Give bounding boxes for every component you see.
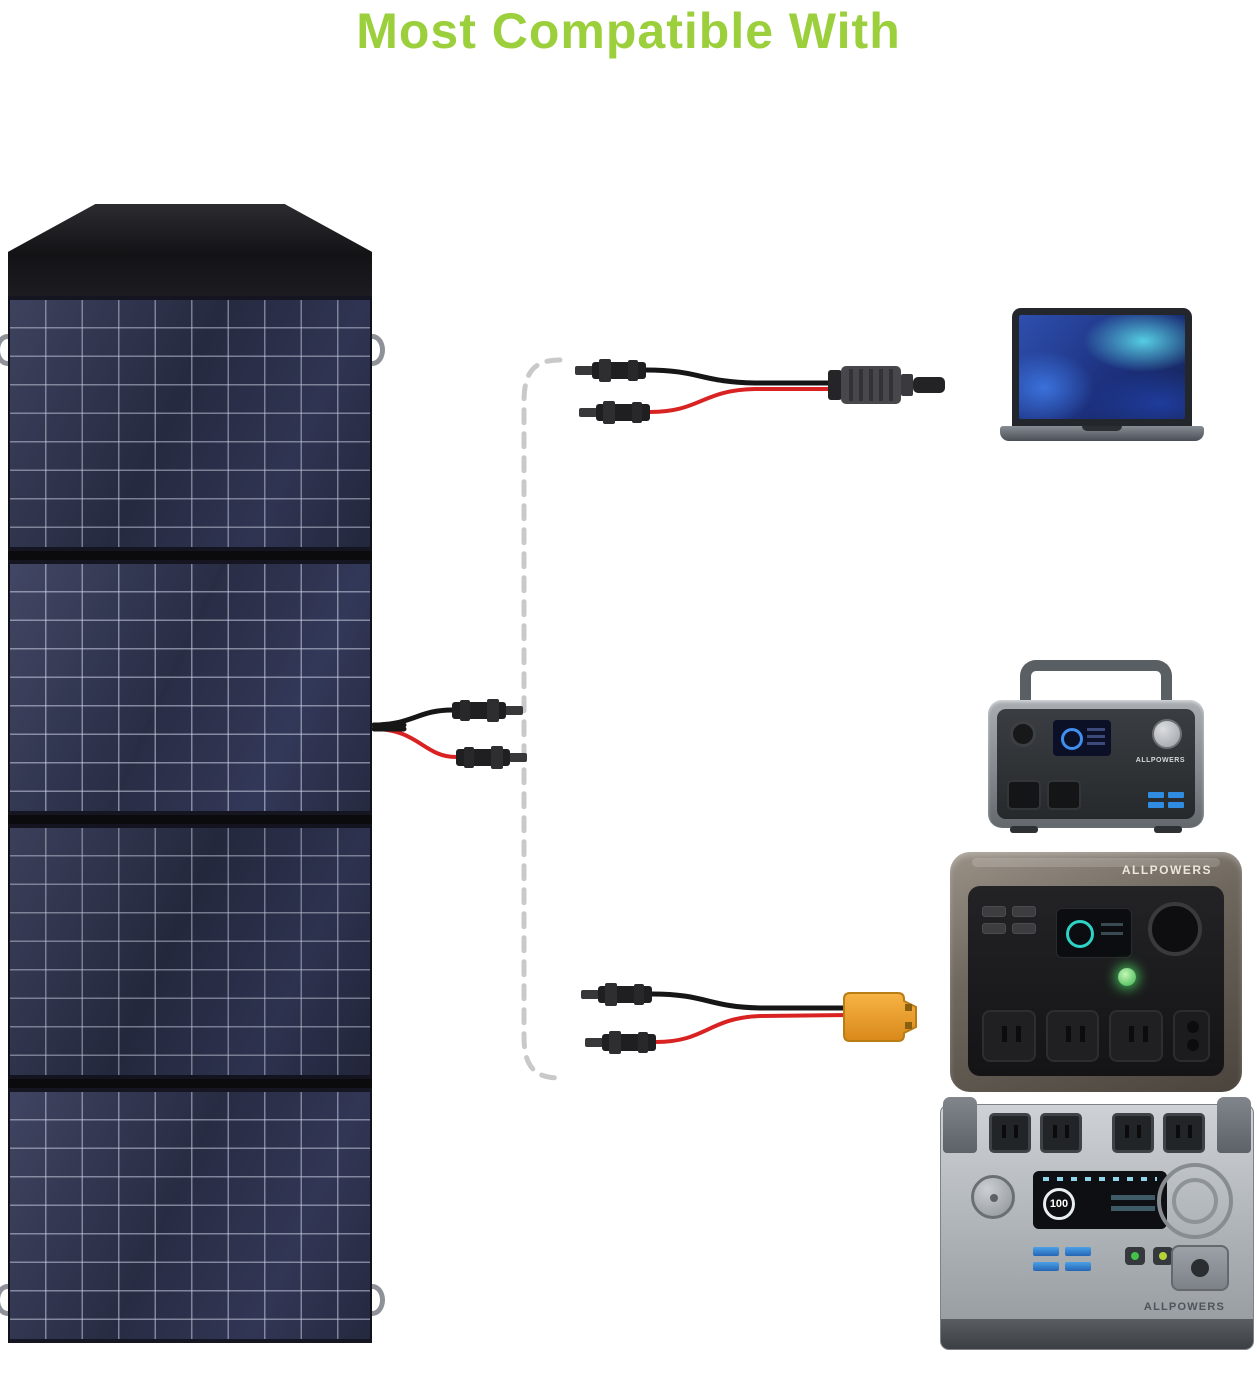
usb-port-icon: [1033, 1247, 1059, 1256]
dc-port-icon: [982, 906, 1006, 917]
panel-top-flap: [8, 204, 372, 296]
ac-outlet-icon: [1047, 780, 1081, 810]
input-port-icon: [1010, 721, 1036, 747]
usb-port-icon: [1065, 1262, 1091, 1271]
laptop-screen: [1012, 308, 1192, 426]
ac-outlet-icon: [1163, 1113, 1205, 1153]
brand-label: ALLPOWERS: [1121, 863, 1212, 877]
charge-input-port-icon: [1148, 902, 1202, 956]
dc-port-group: [982, 906, 1036, 934]
mc4-connector-icon: [575, 359, 646, 382]
status-icon-row: [1043, 1177, 1157, 1181]
display-screen: [1056, 908, 1132, 958]
laptop-keyboard-base: [1000, 426, 1204, 441]
laptop-wallpaper: [1019, 315, 1185, 419]
mc4-connector-icon: [456, 746, 527, 769]
power-button-light: [1118, 968, 1136, 986]
front-panel: ALLPOWERS: [997, 709, 1195, 819]
panel-section: [8, 824, 372, 1079]
power-station-body: ALLPOWERS: [988, 700, 1204, 828]
foot: [1154, 826, 1182, 833]
dc-port-icon: [1012, 906, 1036, 917]
ac-outlet-icon: [1040, 1113, 1082, 1153]
foot: [1010, 826, 1038, 833]
usb-port-icon: [1168, 802, 1184, 808]
usb-port-icon: [1168, 792, 1184, 798]
panel-section: [8, 1088, 372, 1343]
red-wire: [648, 387, 834, 414]
ac-outlet-icon: [1112, 1113, 1154, 1153]
black-wire: [649, 991, 851, 1011]
black-wire: [371, 707, 455, 728]
red-wire: [372, 727, 458, 759]
base: [941, 1319, 1253, 1349]
panel-section: [8, 296, 372, 551]
usb-port-group: [1148, 792, 1184, 808]
panel-section: [8, 560, 372, 815]
ac-outlet-icon: [1045, 1010, 1100, 1062]
panel-fold-joint: [8, 1079, 372, 1088]
mc4-to-xt60-cable: [581, 983, 917, 1054]
usb-port-group: [1033, 1247, 1091, 1271]
mc4-to-dc-cable: [575, 359, 945, 424]
panel-fold-joint: [8, 815, 372, 824]
brand-label: ALLPOWERS: [1135, 757, 1185, 764]
ac-outlet-icon: [1109, 1010, 1163, 1062]
top-outlet-row: [989, 1113, 1205, 1159]
ac-outlet-icon: [982, 1010, 1036, 1062]
mc4-connector-icon: [452, 699, 523, 722]
panel-stack: [8, 296, 372, 1343]
battery-gauge: 100: [1043, 1188, 1075, 1220]
red-wire: [654, 1013, 850, 1044]
dc-outlet-block: [1171, 1245, 1229, 1291]
feet: [988, 826, 1204, 834]
display-screen: 100: [1033, 1171, 1167, 1229]
fan-vent-icon: [1157, 1163, 1233, 1239]
button-icon: [1153, 1247, 1173, 1265]
solar-panel: [0, 204, 385, 1343]
ac-outlet-icon: [989, 1113, 1031, 1153]
selector-knob: [971, 1175, 1015, 1219]
brand-label: ALLPOWERS: [1143, 1301, 1225, 1313]
side-handle: [943, 1097, 977, 1153]
mc4-connector-icon: [579, 401, 650, 424]
portable-power-station-medium: ALLPOWERS: [950, 852, 1242, 1092]
usb-port-icon: [1065, 1247, 1091, 1256]
panel-fold-joint: [8, 551, 372, 560]
ac-outlet-row: [982, 1010, 1211, 1064]
usb-port-icon: [1148, 802, 1164, 808]
xt60-connector-icon: [843, 992, 917, 1042]
mc4-connector-icon: [581, 983, 652, 1006]
mc4-connector-icon: [585, 1031, 656, 1054]
outlet-group: [989, 1113, 1082, 1159]
dc-port-icon: [982, 923, 1006, 934]
laptop: [1000, 308, 1204, 441]
carry-handle: [1020, 660, 1172, 700]
battery-percent: 100: [1049, 1198, 1069, 1210]
ac-outlet-icon: [1007, 780, 1041, 810]
usb-port-icon: [1033, 1262, 1059, 1271]
dc-port-icon: [1012, 923, 1036, 934]
side-handle: [1217, 1097, 1251, 1153]
front-panel: [968, 886, 1224, 1076]
dc-output-block: [1172, 1010, 1211, 1062]
dc-barrel-plug-icon: [828, 366, 945, 404]
power-station-large: 100 ALLPOWERS: [940, 1097, 1254, 1350]
button-icon: [1125, 1247, 1145, 1265]
page-title: Most Compatible With: [356, 3, 901, 59]
panel-output-cable: [371, 699, 527, 769]
display-screen: [1053, 720, 1111, 756]
outlet-group: [1112, 1113, 1205, 1159]
portable-power-station-small: ALLPOWERS: [988, 660, 1204, 834]
black-wire: [643, 367, 835, 386]
dashed-connection-line: [521, 357, 563, 1081]
black-wire-stub: [371, 722, 407, 732]
usb-port-icon: [1148, 792, 1164, 798]
power-light: [1152, 719, 1182, 749]
